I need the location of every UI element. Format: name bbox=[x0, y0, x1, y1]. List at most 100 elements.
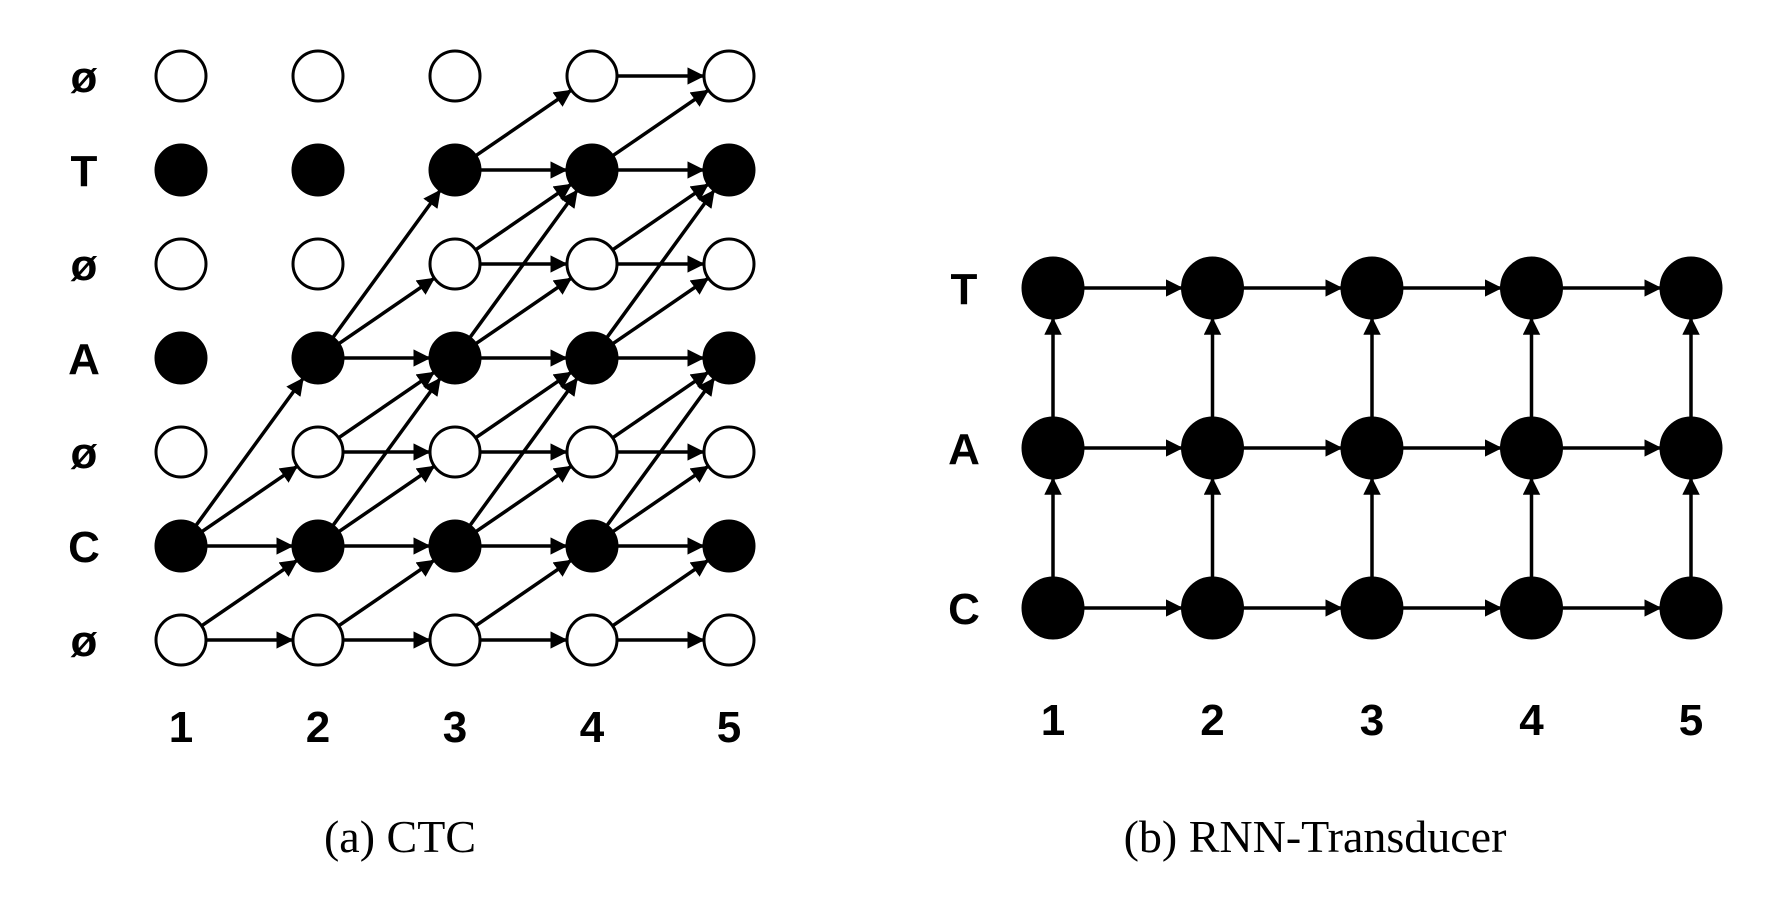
rnnt-row-label: T bbox=[951, 265, 978, 314]
ctc-label-node bbox=[702, 143, 756, 197]
rnnt-row-label: C bbox=[948, 585, 980, 634]
ctc-row-label: C bbox=[68, 523, 100, 572]
rnnt-node bbox=[1659, 416, 1723, 480]
ctc-blank-node bbox=[154, 49, 208, 103]
ctc-edge bbox=[611, 89, 710, 158]
rnnt-node bbox=[1021, 576, 1085, 640]
rnnt-column-label: 3 bbox=[1360, 696, 1384, 745]
ctc-edge bbox=[474, 371, 573, 440]
ctc-blank-node bbox=[702, 49, 756, 103]
ctc-blank-node bbox=[291, 49, 345, 103]
ctc-edge bbox=[331, 189, 442, 339]
rnnt-column-label: 4 bbox=[1519, 696, 1544, 745]
ctc-label-node bbox=[154, 519, 208, 573]
ctc-blank-node bbox=[702, 237, 756, 291]
ctc-edge bbox=[337, 465, 436, 534]
ctc-label-node bbox=[428, 331, 482, 385]
ctc-edge bbox=[474, 183, 573, 252]
ctc-blank-node bbox=[428, 237, 482, 291]
rnnt-node bbox=[1021, 416, 1085, 480]
rnnt-panel: T A C 1 2 3 4 5 (b) RNN-Transducer bbox=[948, 256, 1723, 862]
ctc-edge bbox=[611, 559, 710, 628]
rnnt-node bbox=[1021, 256, 1085, 320]
ctc-row-label: A bbox=[68, 335, 100, 384]
ctc-column-label: 3 bbox=[443, 703, 467, 752]
ctc-label-node bbox=[565, 143, 619, 197]
ctc-row-label: ø bbox=[71, 241, 98, 290]
ctc-blank-node bbox=[565, 613, 619, 667]
rnnt-column-label: 1 bbox=[1041, 696, 1065, 745]
rnnt-node bbox=[1181, 256, 1244, 320]
ctc-edge bbox=[200, 465, 299, 534]
ctc-blank-node bbox=[565, 49, 619, 103]
ctc-edge bbox=[337, 559, 436, 628]
ctc-blank-node bbox=[565, 237, 619, 291]
rnnt-node bbox=[1500, 576, 1563, 640]
ctc-label-node bbox=[154, 143, 208, 197]
ctc-label-node bbox=[428, 519, 482, 573]
ctc-blank-node bbox=[428, 49, 482, 103]
rnnt-node bbox=[1340, 256, 1404, 320]
rnnt-node bbox=[1500, 416, 1563, 480]
ctc-label-node bbox=[154, 331, 208, 385]
ctc-edges bbox=[194, 67, 716, 649]
rnnt-node bbox=[1659, 256, 1723, 320]
ctc-blank-node bbox=[428, 425, 482, 479]
rnnt-column-label: 2 bbox=[1200, 696, 1224, 745]
ctc-caption: (a) CTC bbox=[324, 811, 476, 862]
rnnt-node bbox=[1659, 576, 1723, 640]
ctc-edge bbox=[194, 377, 305, 527]
ctc-edge bbox=[474, 277, 573, 346]
ctc-label-node bbox=[565, 331, 619, 385]
ctc-edge bbox=[611, 277, 710, 346]
ctc-label-node bbox=[702, 519, 756, 573]
rnnt-node bbox=[1500, 256, 1563, 320]
ctc-blank-node bbox=[291, 613, 345, 667]
ctc-row-label: ø bbox=[71, 429, 98, 478]
ctc-row-label: ø bbox=[71, 53, 98, 102]
ctc-blank-node bbox=[702, 613, 756, 667]
ctc-blank-node bbox=[291, 237, 345, 291]
ctc-row-label: T bbox=[71, 147, 98, 196]
ctc-edge bbox=[474, 89, 573, 158]
rnnt-col-labels: 1 2 3 4 5 bbox=[1041, 696, 1703, 745]
ctc-blank-node bbox=[154, 613, 208, 667]
ctc-label-node bbox=[428, 143, 482, 197]
rnnt-nodes bbox=[1021, 256, 1723, 640]
ctc-label-node bbox=[291, 143, 345, 197]
rnnt-edges bbox=[1044, 279, 1700, 617]
rnnt-row-label: A bbox=[948, 425, 980, 474]
rnnt-caption: (b) RNN-Transducer bbox=[1124, 811, 1507, 862]
ctc-blank-node bbox=[154, 425, 208, 479]
ctc-blank-node bbox=[565, 425, 619, 479]
rnnt-node bbox=[1340, 416, 1404, 480]
ctc-column-label: 5 bbox=[717, 703, 741, 752]
ctc-label-node bbox=[702, 331, 756, 385]
ctc-column-label: 2 bbox=[306, 703, 330, 752]
ctc-blank-node bbox=[291, 425, 345, 479]
ctc-edge bbox=[611, 371, 710, 440]
ctc-column-label: 1 bbox=[169, 703, 193, 752]
ctc-edge bbox=[337, 371, 436, 440]
rnnt-column-label: 5 bbox=[1679, 696, 1703, 745]
ctc-edge bbox=[474, 559, 573, 628]
ctc-edge bbox=[337, 277, 436, 346]
ctc-row-label: ø bbox=[71, 617, 98, 666]
ctc-blank-node bbox=[154, 237, 208, 291]
ctc-nodes bbox=[154, 49, 756, 667]
ctc-label-node bbox=[291, 331, 345, 385]
ctc-edge bbox=[611, 183, 710, 252]
rnnt-node bbox=[1181, 576, 1244, 640]
ctc-label-node bbox=[291, 519, 345, 573]
rnnt-node bbox=[1181, 416, 1244, 480]
rnnt-row-labels: T A C bbox=[948, 265, 980, 634]
ctc-edge bbox=[200, 559, 299, 628]
rnnt-node bbox=[1340, 576, 1404, 640]
ctc-blank-node bbox=[428, 613, 482, 667]
ctc-blank-node bbox=[702, 425, 756, 479]
ctc-label-node bbox=[565, 519, 619, 573]
